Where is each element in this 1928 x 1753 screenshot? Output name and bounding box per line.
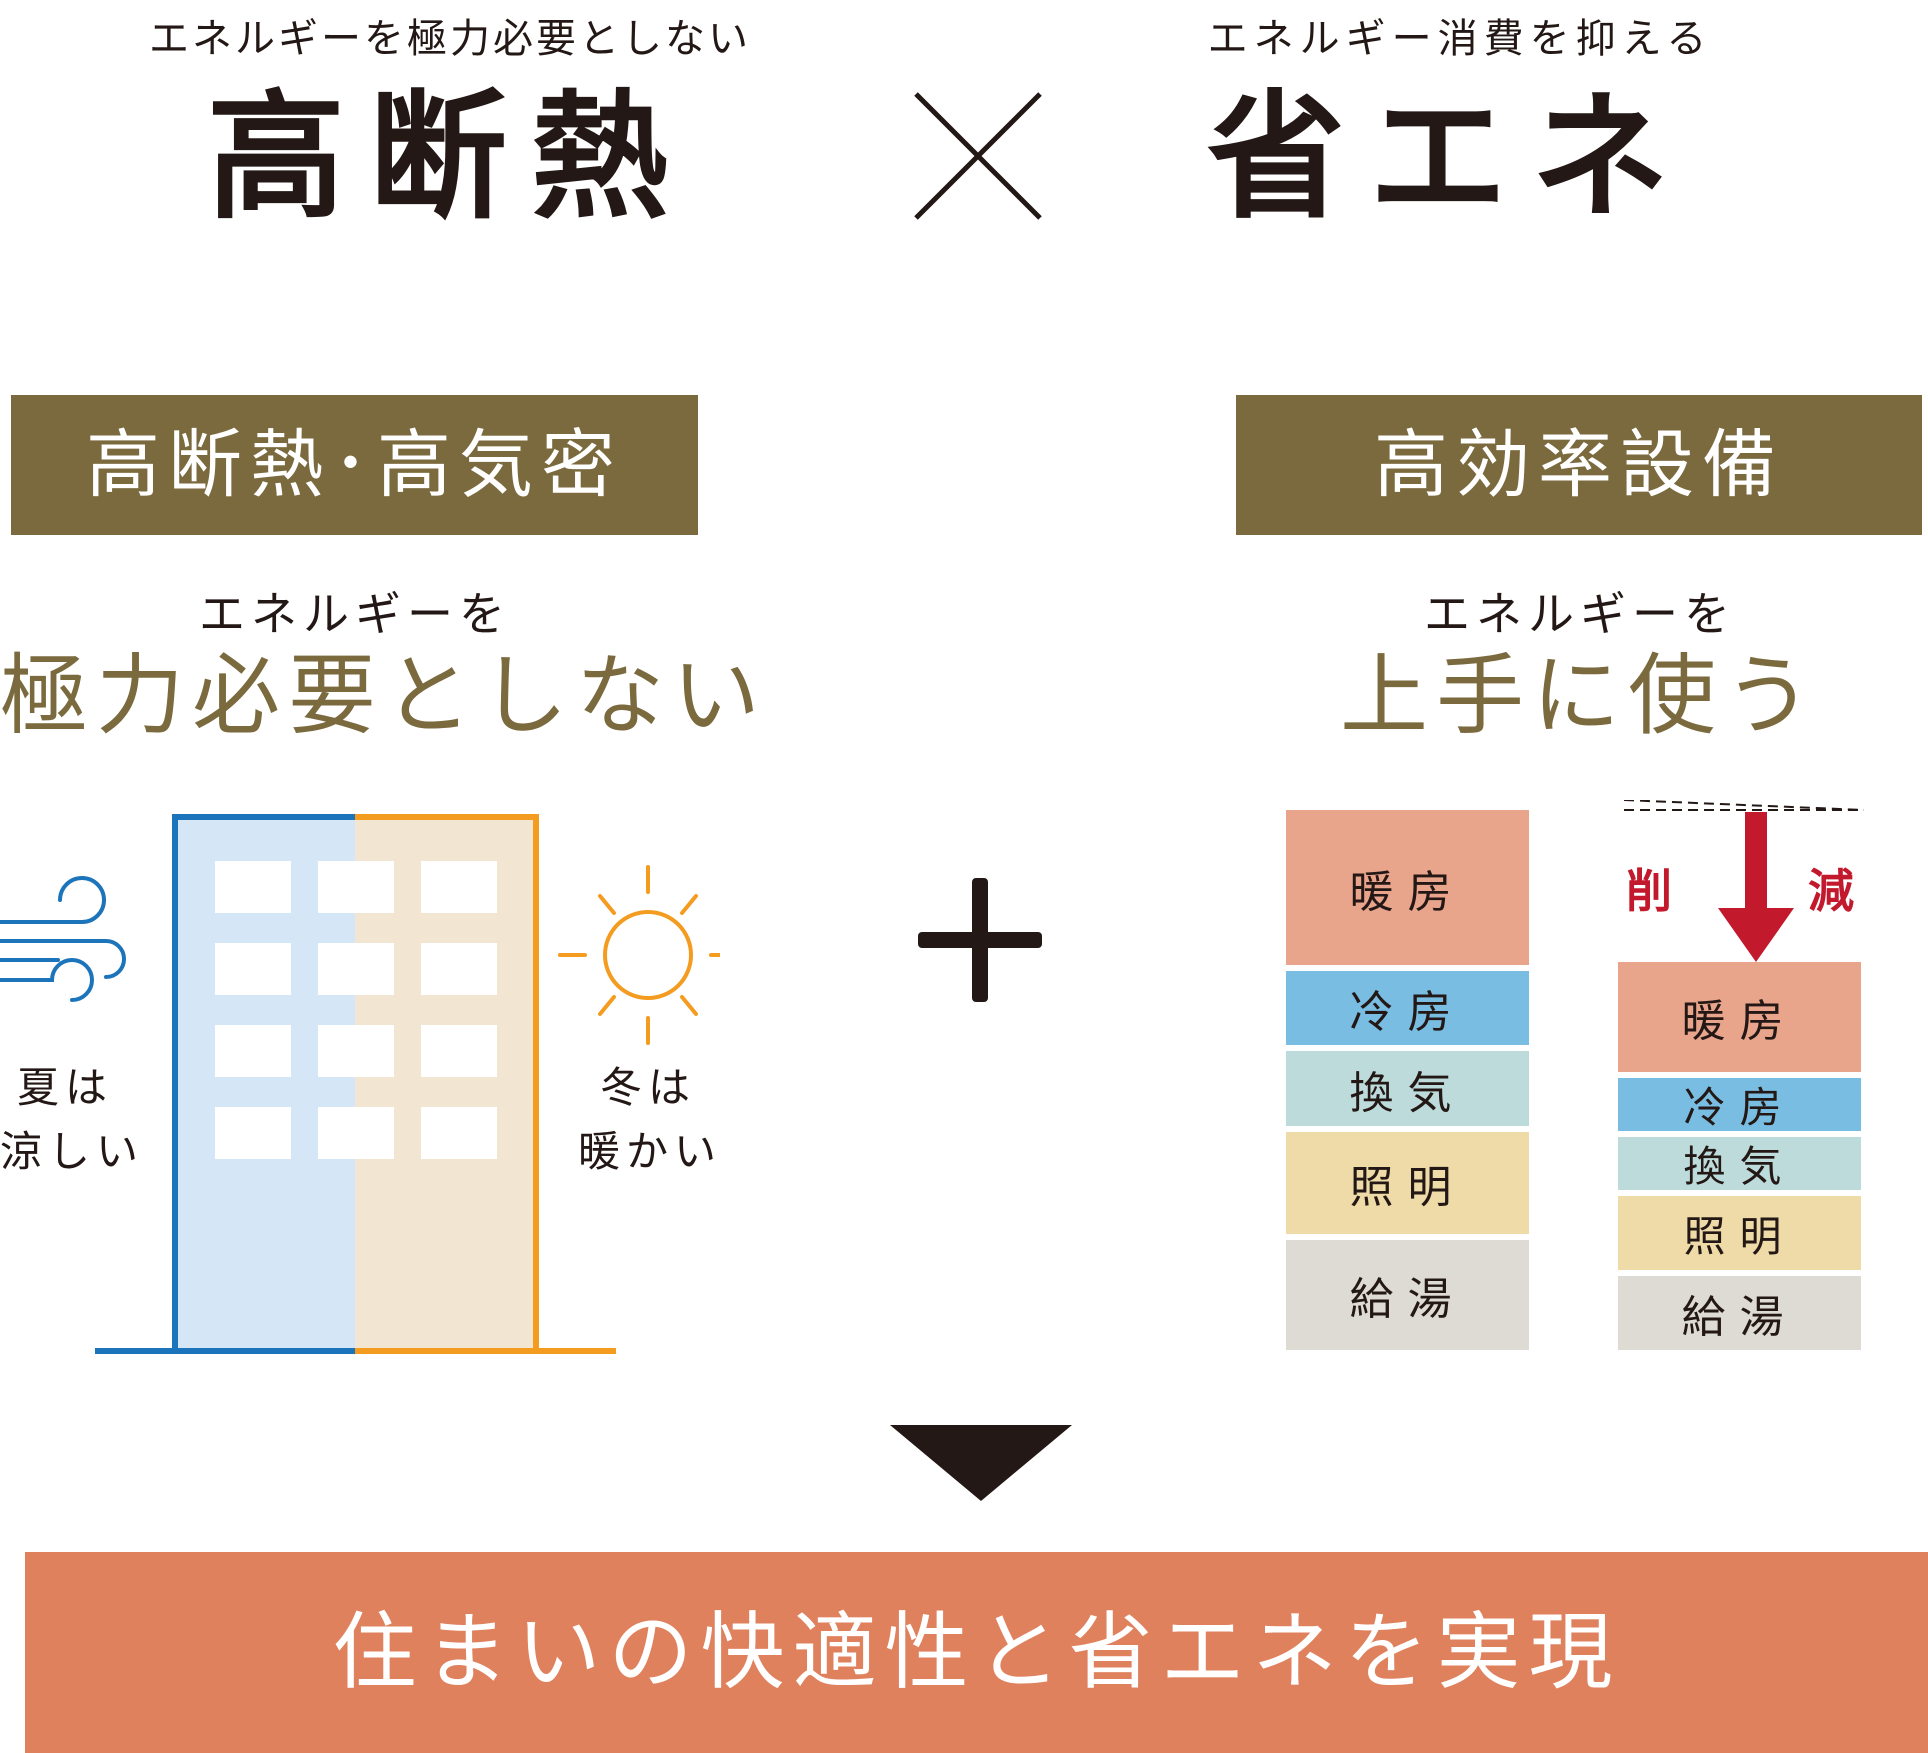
down-triangle-icon [890, 1425, 1072, 1501]
before-hotwater-bar: 給湯 [1286, 1240, 1529, 1350]
right-subtitle: エネルギー消費を抑える [1207, 16, 1713, 62]
after-hotwater-bar: 給湯 [1618, 1276, 1861, 1350]
after-cooling-bar: 冷房 [1618, 1078, 1861, 1132]
winter-label: 冬は 暖かい [578, 1063, 723, 1176]
right-big-caption: 上手に使う [1339, 644, 1820, 747]
reduction-arrow-graphic [1623, 800, 1865, 962]
baseline-dashed-line [1623, 800, 1865, 811]
reduce-label-right: 減 [1808, 864, 1854, 918]
before-ventilation-bar: 換気 [1286, 1051, 1529, 1126]
before-cooling-bar: 冷房 [1286, 971, 1529, 1045]
reduce-label-left: 削 [1626, 864, 1672, 918]
right-sub-caption: エネルギーを [1424, 587, 1736, 641]
left-feature-bar: 高断熱･高気密 [11, 395, 698, 535]
sun-icon [558, 865, 720, 1045]
right-main-title: 省エネ [1206, 75, 1693, 238]
down-arrow-icon [1718, 812, 1794, 962]
left-subtitle: エネルギーを極力必要としない [149, 16, 751, 62]
after-lighting-bar: 照明 [1618, 1196, 1861, 1270]
result-banner: 住まいの快適性と省エネを実現 [25, 1552, 1928, 1753]
wind-icon [0, 876, 126, 1002]
building-illustration [0, 814, 720, 1354]
plus-icon [918, 878, 1042, 1002]
before-heating-bar: 暖房 [1286, 810, 1529, 965]
before-lighting-bar: 照明 [1286, 1132, 1529, 1234]
left-sub-caption: エネルギーを [199, 587, 511, 641]
summer-label: 夏は 涼しい [0, 1063, 145, 1176]
right-feature-bar: 高効率設備 [1236, 395, 1922, 535]
energy-before-stack: 暖房 冷房 換気 照明 給湯 [1286, 810, 1529, 1350]
after-heating-bar: 暖房 [1618, 962, 1861, 1072]
building-windows [215, 861, 497, 1159]
left-big-caption: 極力必要としない [0, 644, 769, 747]
left-main-title: 高断熱 [206, 75, 693, 238]
after-ventilation-bar: 換気 [1618, 1137, 1861, 1191]
times-icon [914, 92, 1042, 220]
energy-after-stack: 暖房 冷房 換気 照明 給湯 [1618, 962, 1861, 1350]
